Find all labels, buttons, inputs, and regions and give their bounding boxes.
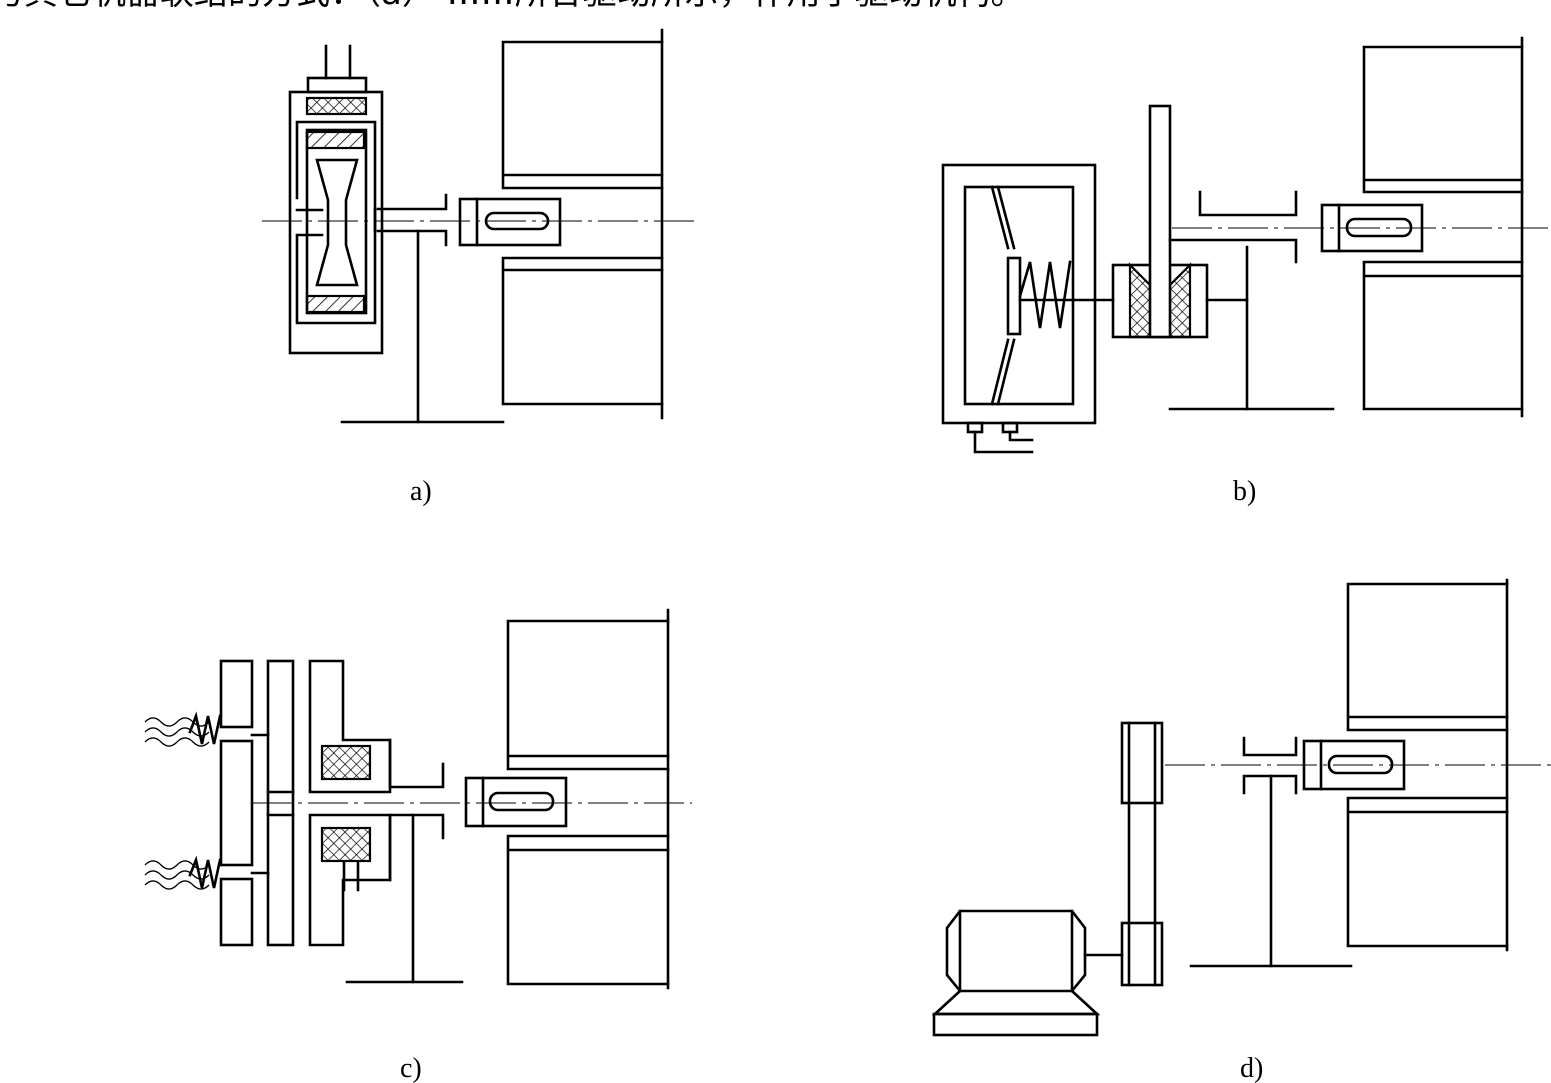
coupling-c (464, 776, 568, 828)
armature-plate (1006, 256, 1022, 336)
machine-c-lower (506, 834, 670, 986)
brake-rotor (315, 158, 359, 287)
machine-d-lower (1346, 796, 1509, 948)
coupling-a (458, 197, 562, 247)
machine-b-lower (1362, 260, 1524, 411)
panel-c-label: c) (400, 1053, 422, 1083)
coil-c-bottom (320, 826, 372, 863)
machine-a-upper (501, 40, 664, 190)
spring-b (1018, 260, 1072, 329)
panel-b-label: b) (1233, 476, 1256, 507)
brake-disk-b (1148, 104, 1172, 339)
drive-pulley (1120, 921, 1164, 987)
coil-top (305, 96, 368, 116)
machine-c-upper (506, 619, 670, 771)
panel-a: a) (262, 28, 696, 507)
electromagnet-housing (941, 163, 1097, 425)
friction-lining-bottom (305, 294, 366, 314)
machine-a-lower (501, 256, 664, 406)
friction-lining-top (305, 130, 366, 150)
panel-d-label: d) (1240, 1053, 1263, 1083)
panel-c: c) (144, 608, 692, 1083)
panel-d: d) (931, 578, 1551, 1083)
motor (945, 909, 1087, 993)
machine-b-upper (1362, 45, 1524, 194)
driven-pulley (1120, 721, 1164, 805)
brake-housing (288, 90, 384, 355)
motor-base (932, 1012, 1099, 1037)
friction-pad-right (1168, 262, 1192, 339)
shaft-a (373, 193, 448, 247)
coil-c-top (320, 744, 372, 781)
machine-d-upper (1346, 582, 1509, 732)
friction-pad-left (1128, 262, 1152, 339)
panel-a-label: a) (410, 476, 432, 507)
header-fragment: 与其它机器联结的方式：（a） ……所合驱动所示，作用于驱动机构。 (0, 0, 1025, 13)
panel-b: b) (941, 36, 1551, 507)
